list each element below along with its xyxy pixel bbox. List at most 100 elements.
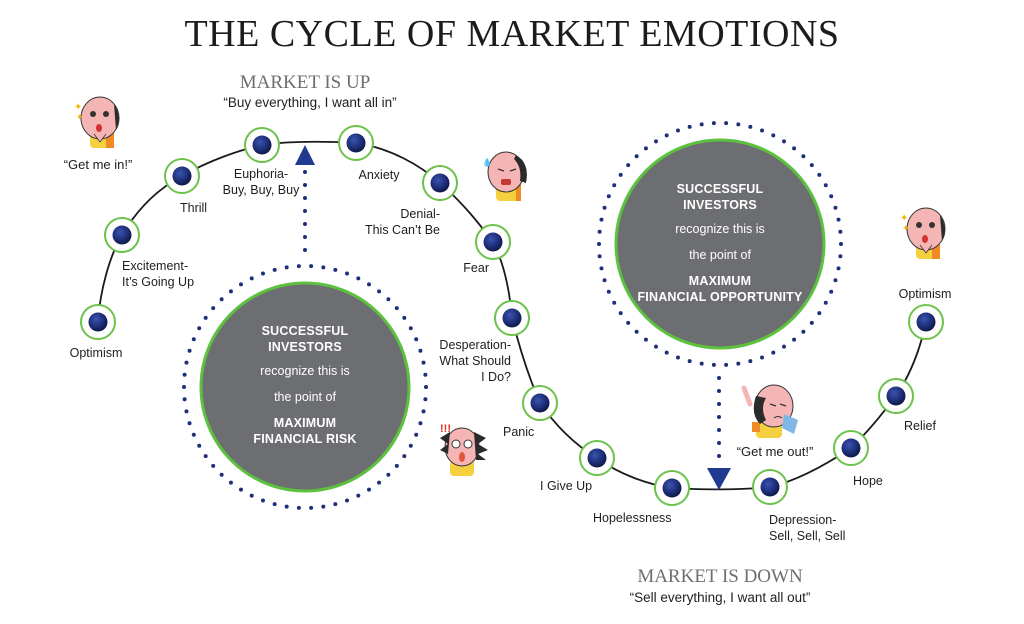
dotted-ring-dot bbox=[626, 163, 631, 168]
stage-label-euphoria: Euphoria- Buy, Buy, Buy bbox=[223, 166, 300, 198]
dotted-ring-dot bbox=[408, 443, 413, 448]
dotted-ring-dot bbox=[187, 348, 192, 353]
stage-label-excitement: Excitement- It’s Going Up bbox=[122, 258, 194, 290]
connector-dot bbox=[303, 170, 307, 174]
connector-dot bbox=[303, 209, 307, 213]
anxious-investor-icon: 💧 bbox=[482, 151, 527, 201]
stage-node-dot bbox=[172, 166, 192, 186]
market-up-heading: MARKET IS UP bbox=[239, 72, 371, 93]
dotted-ring-dot bbox=[653, 139, 658, 144]
panicked-investor-icon: !!! bbox=[440, 423, 488, 476]
stage-node bbox=[104, 217, 140, 253]
dotted-ring-dot bbox=[238, 487, 243, 492]
stage-label-text: Optimism bbox=[69, 346, 123, 360]
dotted-ring-dot bbox=[829, 289, 834, 294]
stage-node bbox=[164, 158, 200, 194]
dotted-ring-dot bbox=[211, 463, 216, 468]
dotted-ring-dot bbox=[191, 432, 196, 437]
dotted-ring-dot bbox=[284, 265, 289, 270]
dotted-ring-dot bbox=[377, 480, 382, 485]
dotted-ring-dot bbox=[699, 361, 704, 366]
stage-node bbox=[522, 385, 558, 421]
dotted-ring-dot bbox=[817, 311, 822, 316]
up-arrow-icon bbox=[295, 145, 315, 165]
dotted-ring-dot bbox=[699, 122, 704, 127]
stage-label-text: Fear bbox=[463, 261, 489, 275]
stage-label-optimism-end: Optimism bbox=[899, 286, 952, 302]
page-title: THE CYCLE OF MARKET EMOTIONS bbox=[184, 13, 840, 55]
stage-label-text: Excitement- bbox=[122, 259, 188, 273]
stage-node-dot bbox=[430, 173, 450, 193]
dotted-ring-dot bbox=[394, 463, 399, 468]
dotted-ring-dot bbox=[782, 139, 787, 144]
speech-get-me-in: “Get me in!” bbox=[63, 157, 133, 172]
dotted-ring-dot bbox=[418, 348, 423, 353]
dotted-ring-dot bbox=[182, 372, 187, 377]
dotted-ring-dot bbox=[724, 362, 729, 367]
stage-node-dot bbox=[88, 312, 108, 332]
stage-node-dot bbox=[916, 312, 936, 332]
opportunity-line-5: MAXIMUM bbox=[688, 274, 752, 288]
dotted-ring-dot bbox=[634, 329, 639, 334]
dotted-ring-dot bbox=[817, 172, 822, 177]
dotted-ring-dot bbox=[203, 454, 208, 459]
stage-node-dot bbox=[252, 135, 272, 155]
connector-dot bbox=[717, 376, 721, 380]
dotted-ring-dot bbox=[345, 271, 350, 276]
dotted-ring-dot bbox=[418, 421, 423, 426]
stage-node bbox=[475, 224, 511, 260]
stage-label-text: This Can’t Be bbox=[364, 223, 440, 237]
speech-get-me-out: “Get me out!” bbox=[736, 444, 814, 459]
dotted-ring-dot bbox=[249, 493, 254, 498]
dotted-ring-dot bbox=[643, 337, 648, 342]
dotted-ring-dot bbox=[191, 337, 196, 342]
dotted-ring-dot bbox=[238, 282, 243, 287]
risk-line-1: SUCCESSFUL bbox=[261, 324, 349, 338]
svg-text:✦: ✦ bbox=[76, 112, 84, 122]
market-down-heading: MARKET IS DOWN bbox=[637, 566, 803, 587]
dotted-ring-dot bbox=[836, 266, 841, 271]
dotted-ring-dot bbox=[760, 128, 765, 133]
dotted-ring-dot bbox=[833, 278, 838, 283]
stage-node-dot bbox=[112, 225, 132, 245]
connector-dot bbox=[717, 441, 721, 445]
dotted-ring-dot bbox=[228, 289, 233, 294]
stage-label-text: Optimism bbox=[898, 287, 952, 301]
connector-dot bbox=[303, 196, 307, 200]
dotted-ring-dot bbox=[597, 229, 602, 234]
stage-label-denial: Denial- This Can’t Be bbox=[365, 206, 440, 238]
stage-label-text: Desperation- bbox=[439, 338, 511, 352]
risk-line-2: INVESTORS bbox=[268, 340, 342, 354]
dotted-ring-dot bbox=[838, 229, 843, 234]
dotted-ring-dot bbox=[402, 454, 407, 459]
dotted-ring-dot bbox=[687, 359, 692, 364]
stage-node bbox=[654, 470, 690, 506]
dotted-ring-dot bbox=[801, 154, 806, 159]
stage-label-fear: Fear bbox=[463, 260, 489, 276]
excited-investor-icon: ✦ ✦ bbox=[74, 96, 120, 148]
dotted-ring-dot bbox=[423, 397, 428, 402]
connector-dot bbox=[717, 415, 721, 419]
dotted-ring-dot bbox=[829, 194, 834, 199]
svg-text:✦: ✦ bbox=[900, 213, 908, 224]
stage-node-dot bbox=[841, 438, 861, 458]
stage-label-i-give-up: I Give Up bbox=[540, 478, 592, 494]
opportunity-circle bbox=[614, 138, 826, 350]
dotted-ring-dot bbox=[838, 254, 843, 259]
dotted-ring-dot bbox=[356, 276, 361, 281]
risk-circle-text: SUCCESSFUL INVESTORS recognize this is t… bbox=[253, 323, 356, 447]
stage-label-text: Euphoria- bbox=[233, 167, 289, 181]
dotted-ring-dot bbox=[260, 498, 265, 503]
dotted-ring-dot bbox=[367, 487, 372, 492]
dotted-ring-dot bbox=[653, 344, 658, 349]
dotted-ring-dot bbox=[272, 502, 277, 507]
dotted-ring-dot bbox=[736, 361, 741, 366]
risk-line-6: FINANCIAL RISK bbox=[253, 432, 357, 446]
dotted-ring-dot bbox=[296, 264, 301, 269]
stage-label-depression: Depression- Sell, Sell, Sell bbox=[769, 512, 845, 544]
stage-label-relief: Relief bbox=[904, 418, 936, 434]
dotted-ring-dot bbox=[356, 493, 361, 498]
connector-dot bbox=[717, 428, 721, 432]
stage-node-dot bbox=[346, 133, 366, 153]
